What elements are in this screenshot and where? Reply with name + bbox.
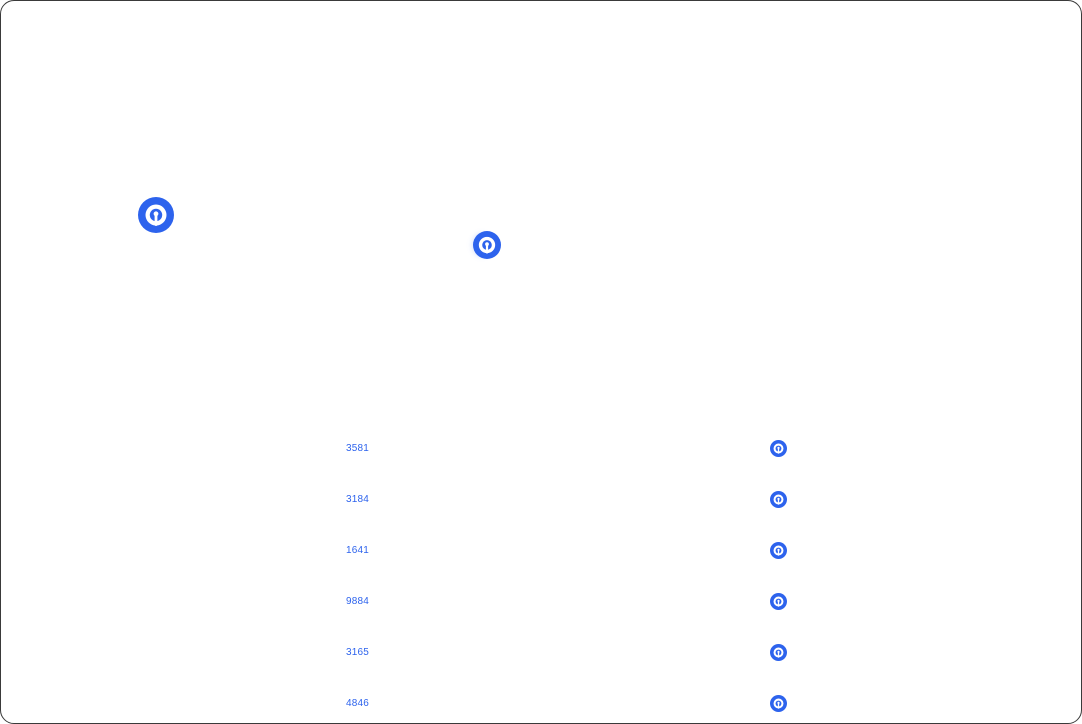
- list-item-code: 9884: [346, 596, 370, 607]
- list-item[interactable]: 3581: [346, 438, 796, 489]
- brand-mark-icon: [138, 197, 174, 233]
- list-item-code: 3184: [346, 494, 370, 505]
- loading-indicator: [467, 230, 503, 260]
- list-item[interactable]: 4846: [346, 693, 796, 723]
- code-list: 3581 3184 1641: [346, 438, 796, 723]
- brand-mark-icon[interactable]: [770, 695, 787, 712]
- brand-mark-icon[interactable]: [770, 440, 787, 457]
- list-item-code: 1641: [346, 545, 370, 556]
- list-item-code: 3165: [346, 647, 370, 658]
- brand-mark-icon[interactable]: [770, 593, 787, 610]
- list-item-code: 4846: [346, 698, 370, 709]
- brand-mark-icon[interactable]: [770, 644, 787, 661]
- list-item[interactable]: 3165: [346, 642, 796, 693]
- list-item[interactable]: 9884: [346, 591, 796, 642]
- brand-mark-icon[interactable]: [770, 542, 787, 559]
- list-item[interactable]: 3184: [346, 489, 796, 540]
- list-item[interactable]: 1641: [346, 540, 796, 591]
- list-item-code: 3581: [346, 443, 370, 454]
- brand-mark-icon: [473, 231, 501, 259]
- brand-mark-icon[interactable]: [770, 491, 787, 508]
